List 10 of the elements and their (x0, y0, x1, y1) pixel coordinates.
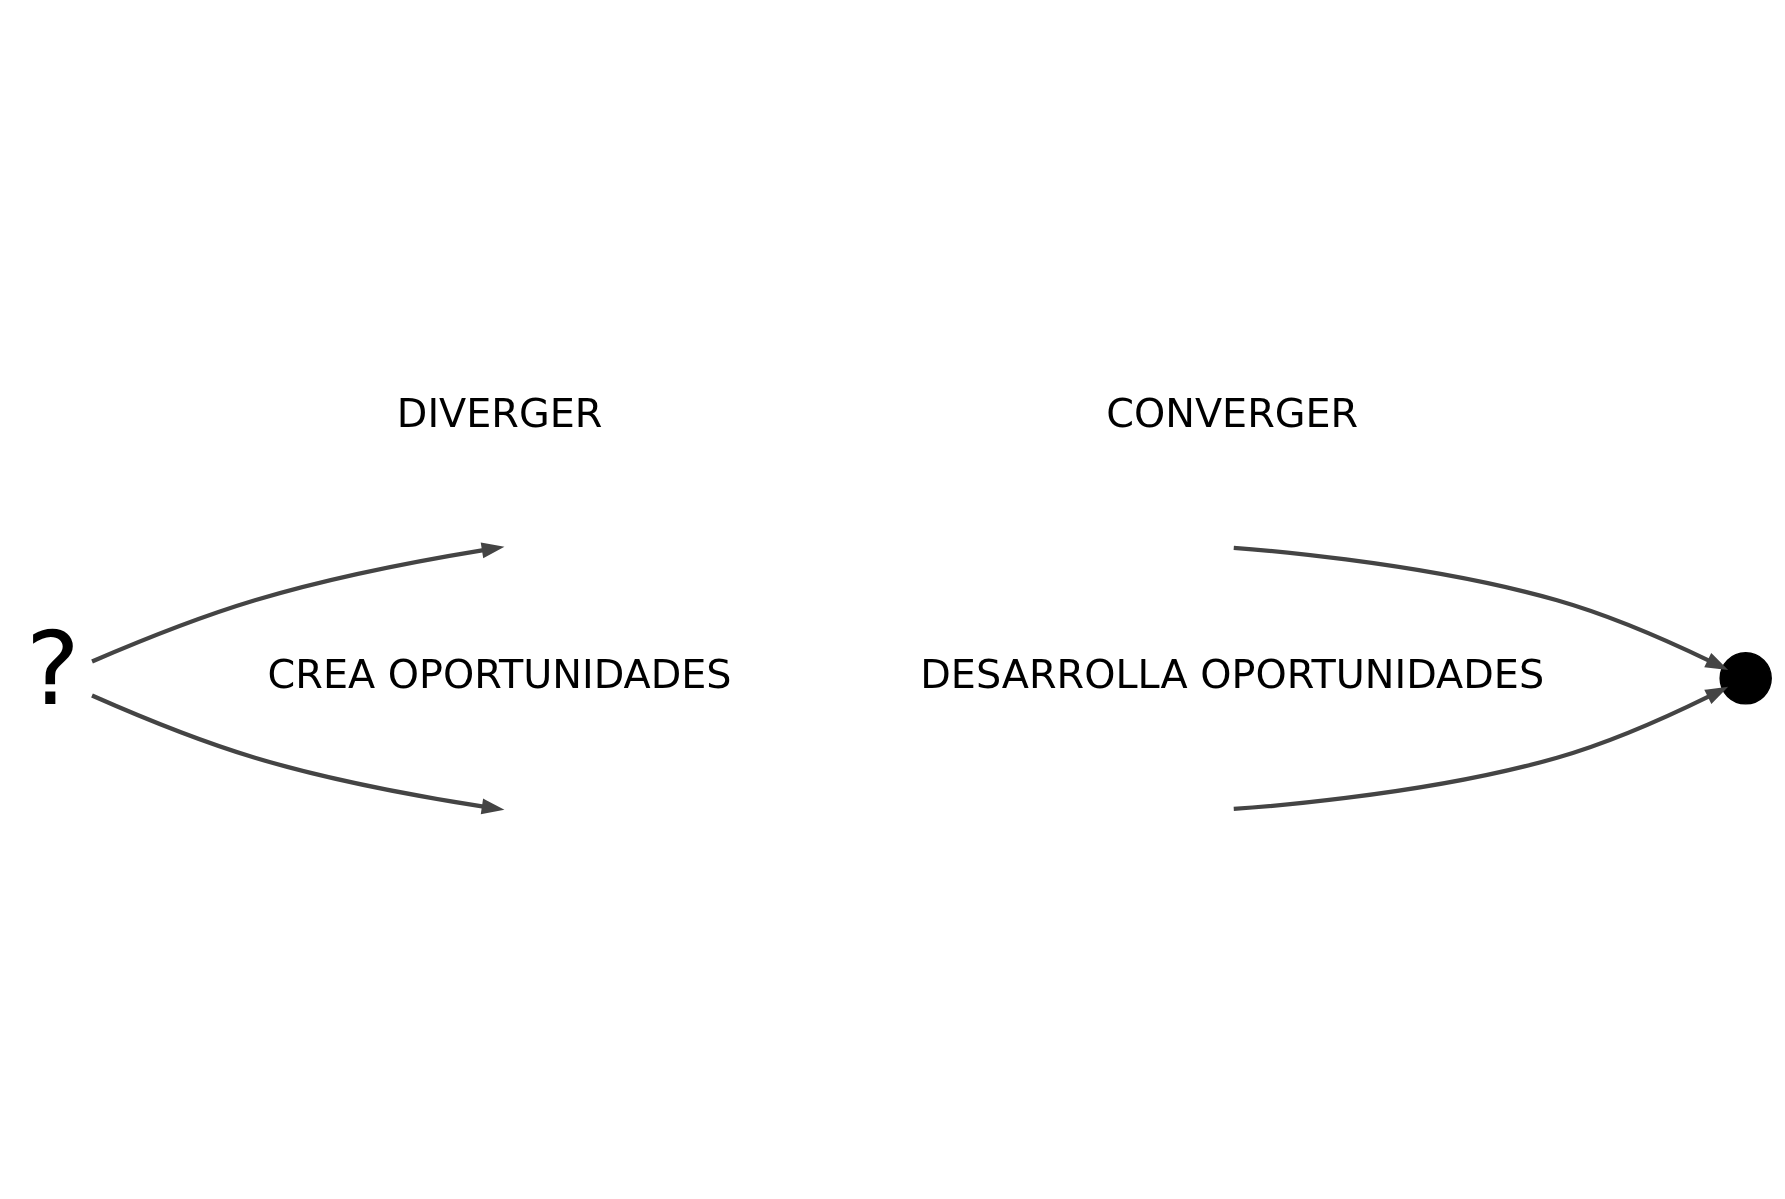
label: DESARROLLA OPORTUNIDADES (920, 651, 1545, 698)
arrow (1233, 545, 1729, 671)
arrow (91, 693, 505, 815)
label: DIVERGER (396, 390, 603, 437)
arrow (91, 542, 505, 664)
label: CONVERGER (1106, 390, 1359, 437)
label: CREA OPORTUNIDADES (267, 651, 732, 698)
node-text: ? (25, 608, 80, 728)
arrow (1233, 686, 1729, 811)
node-circle (1719, 652, 1772, 705)
